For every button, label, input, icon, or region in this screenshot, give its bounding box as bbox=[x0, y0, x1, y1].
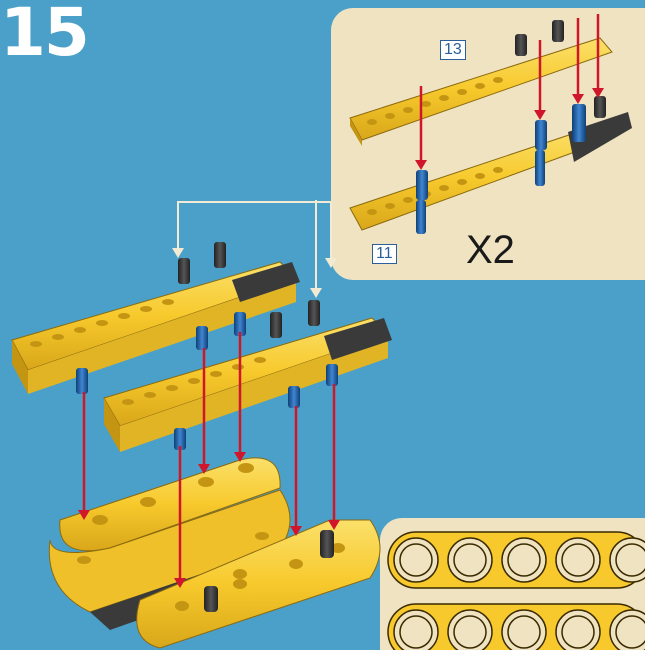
callout-11: 11 bbox=[372, 244, 397, 264]
callout-13: 13 bbox=[440, 40, 466, 60]
panel-icon bbox=[49, 458, 380, 648]
quantity-multiplier: X2 bbox=[466, 228, 515, 273]
hole-ring-icon bbox=[388, 532, 645, 650]
